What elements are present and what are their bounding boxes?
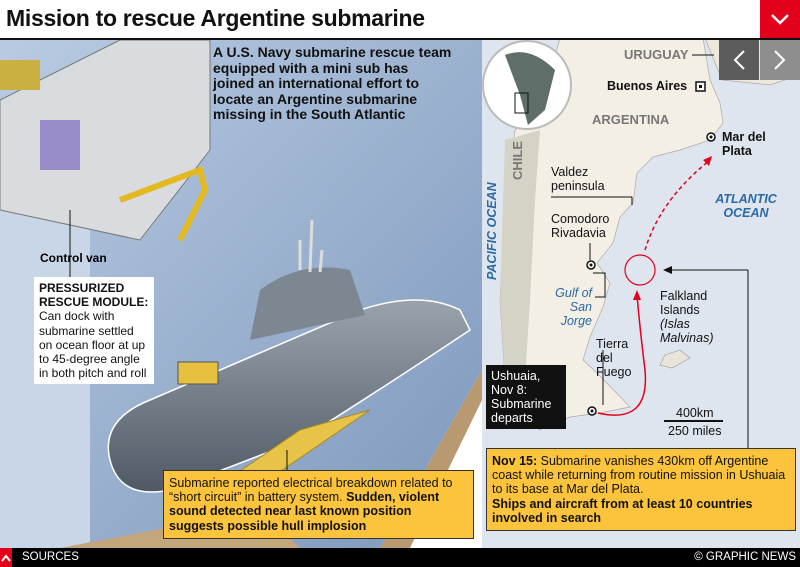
label-buenos-aires: Buenos Aires <box>607 79 688 93</box>
battery-callout: Submarine reported electrical breakdown … <box>163 470 474 539</box>
label-mar-del-plata: Mar del Plata <box>722 130 766 158</box>
sources-link[interactable]: SOURCES <box>22 551 79 563</box>
label-falkland: Falkland Islands <box>660 289 708 317</box>
rescue-module-callout: PRESSURIZED RESCUE MODULE: Can dock with… <box>34 277 154 385</box>
battery-note-bold: Sudden, violent sound detected near last… <box>169 490 440 533</box>
divider <box>0 38 800 40</box>
control-van-label: Control van <box>40 251 107 265</box>
sources-toggle[interactable] <box>0 548 12 567</box>
label-valdez: Valdez peninsula <box>551 165 605 193</box>
battery-note: Submarine reported electrical breakdown … <box>169 476 453 505</box>
chevron-right-icon <box>774 50 786 70</box>
label-uruguay: URUGUAY <box>624 47 689 62</box>
copyright: © GRAPHIC NEWS <box>694 551 796 563</box>
menu-button[interactable] <box>760 0 800 38</box>
rescue-module-text: Can dock with submarine settled on ocean… <box>39 309 147 381</box>
label-gulf-san-jorge: Gulf of San Jorge <box>555 286 592 328</box>
page-title: Mission to rescue Argentine submarine <box>6 5 425 31</box>
label-malvinas: (Islas Malvinas) <box>660 317 714 345</box>
label-argentina: ARGENTINA <box>592 112 670 127</box>
chevron-up-icon <box>1 553 11 562</box>
city-marker <box>706 132 716 142</box>
label-comodoro: Comodoro Rivadavia <box>551 212 610 240</box>
nov15-date: Nov 15: <box>492 454 538 468</box>
chevron-left-icon <box>733 50 745 70</box>
intro-text: A U.S. Navy submarine rescue team equipp… <box>213 44 452 123</box>
chevron-down-icon <box>771 14 789 25</box>
scale-miles: 250 miles <box>668 424 722 438</box>
nov15-search: Ships and aircraft from at least 10 coun… <box>492 496 753 525</box>
rescue-module-title: PRESSURIZED RESCUE MODULE: <box>39 281 149 310</box>
prev-button[interactable] <box>719 40 759 80</box>
next-button[interactable] <box>760 40 800 80</box>
footer: SOURCES © GRAPHIC NEWS <box>0 548 800 567</box>
label-pacific-ocean: PACIFIC OCEAN <box>485 182 499 280</box>
scale-km: 400km <box>676 406 714 420</box>
ushuaia-label: Ushuaia, Nov 8: Submarine departs <box>486 365 566 429</box>
nov15-callout: Nov 15: Submarine vanishes 430km off Arg… <box>486 448 796 532</box>
label-atlantic-ocean: ATLANTIC OCEAN <box>715 192 777 220</box>
label-chile: CHILE <box>510 141 525 180</box>
label-tierra-del-fuego: Tierra del Fuego <box>596 337 632 379</box>
nov15-text: Submarine vanishes 430km off Argentine c… <box>492 454 786 497</box>
